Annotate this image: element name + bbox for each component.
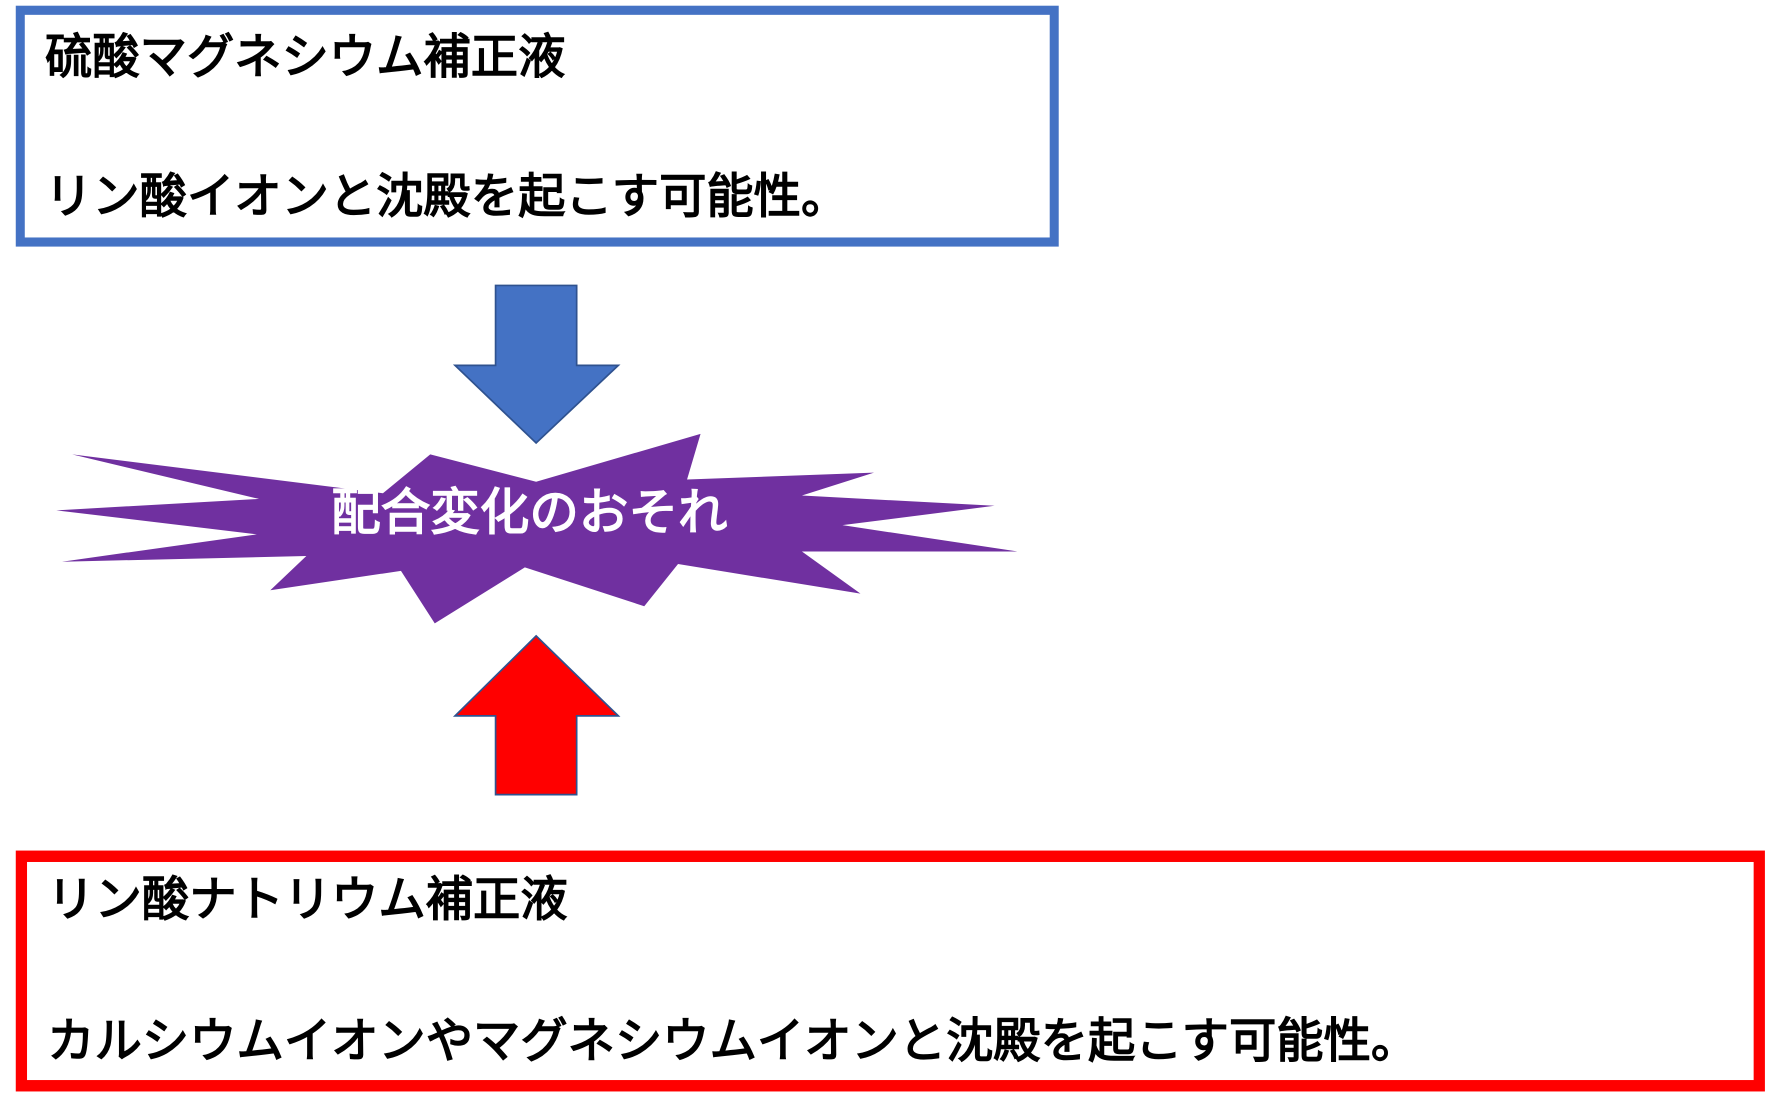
magnesium-sulfate-title: 硫酸マグネシウム補正液 [45, 28, 566, 85]
up-arrow-red [452, 634, 621, 796]
magnesium-sulfate-box: 硫酸マグネシウム補正液 リン酸イオンと沈殿を起こす可能性。 [15, 5, 1059, 247]
sodium-phosphate-title: リン酸ナトリウム補正液 [47, 871, 568, 928]
sodium-phosphate-box: リン酸ナトリウム補正液 カルシウムイオンやマグネシウムイオンと沈殿を起こす可能性… [15, 850, 1765, 1092]
down-arrow-blue [452, 284, 621, 445]
starburst-shape [56, 433, 1018, 624]
sodium-phosphate-note: カルシウムイオンやマグネシウムイオンと沈殿を起こす可能性。 [47, 1012, 1419, 1069]
compatibility-warning-label: 配合変化のおそれ [331, 484, 728, 543]
magnesium-sulfate-note: リン酸イオンと沈殿を起こす可能性。 [45, 167, 849, 224]
